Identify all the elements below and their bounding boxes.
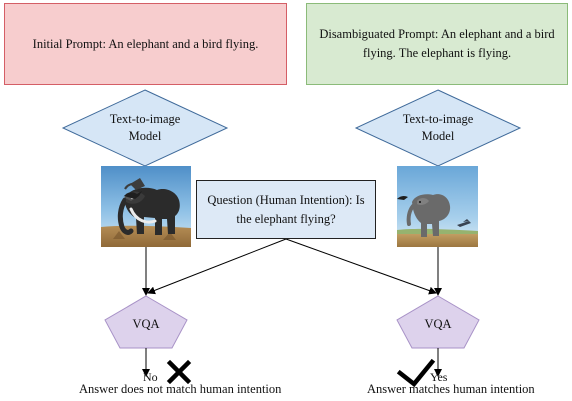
left-model-label: Text-to-image Model: [109, 112, 181, 143]
initial-prompt-text: Initial Prompt: An elephant and a bird f…: [32, 36, 259, 51]
right-model-label: Text-to-image Model: [402, 112, 474, 143]
question-text: Question (Human Intention): Is the eleph…: [207, 192, 365, 226]
question-to-left-vqa-arrow: [147, 238, 287, 295]
disambiguated-prompt-text: Disambiguated Prompt: An elephant and a …: [319, 27, 555, 60]
left-answer-text: Answer does not match human intention: [79, 382, 282, 396]
left-vqa-label: VQA: [132, 317, 160, 331]
right-elephant-image-art: [397, 166, 478, 247]
initial-prompt-box: Initial Prompt: An elephant and a bird f…: [4, 3, 287, 85]
right-generated-image: [397, 166, 478, 247]
disambiguated-prompt-box: Disambiguated Prompt: An elephant and a …: [306, 3, 568, 85]
left-bird-icon: [124, 191, 142, 199]
left-generated-image: [101, 166, 191, 247]
right-answer-text: Answer matches human intention: [367, 382, 535, 396]
question-box: Question (Human Intention): Is the eleph…: [196, 180, 376, 239]
check-mark-icon: [396, 358, 436, 388]
left-elephant-image-art: [101, 166, 191, 247]
cross-mark-icon: [166, 359, 192, 385]
right-vqa-label: VQA: [424, 317, 452, 331]
question-to-right-vqa-arrow: [285, 238, 437, 295]
